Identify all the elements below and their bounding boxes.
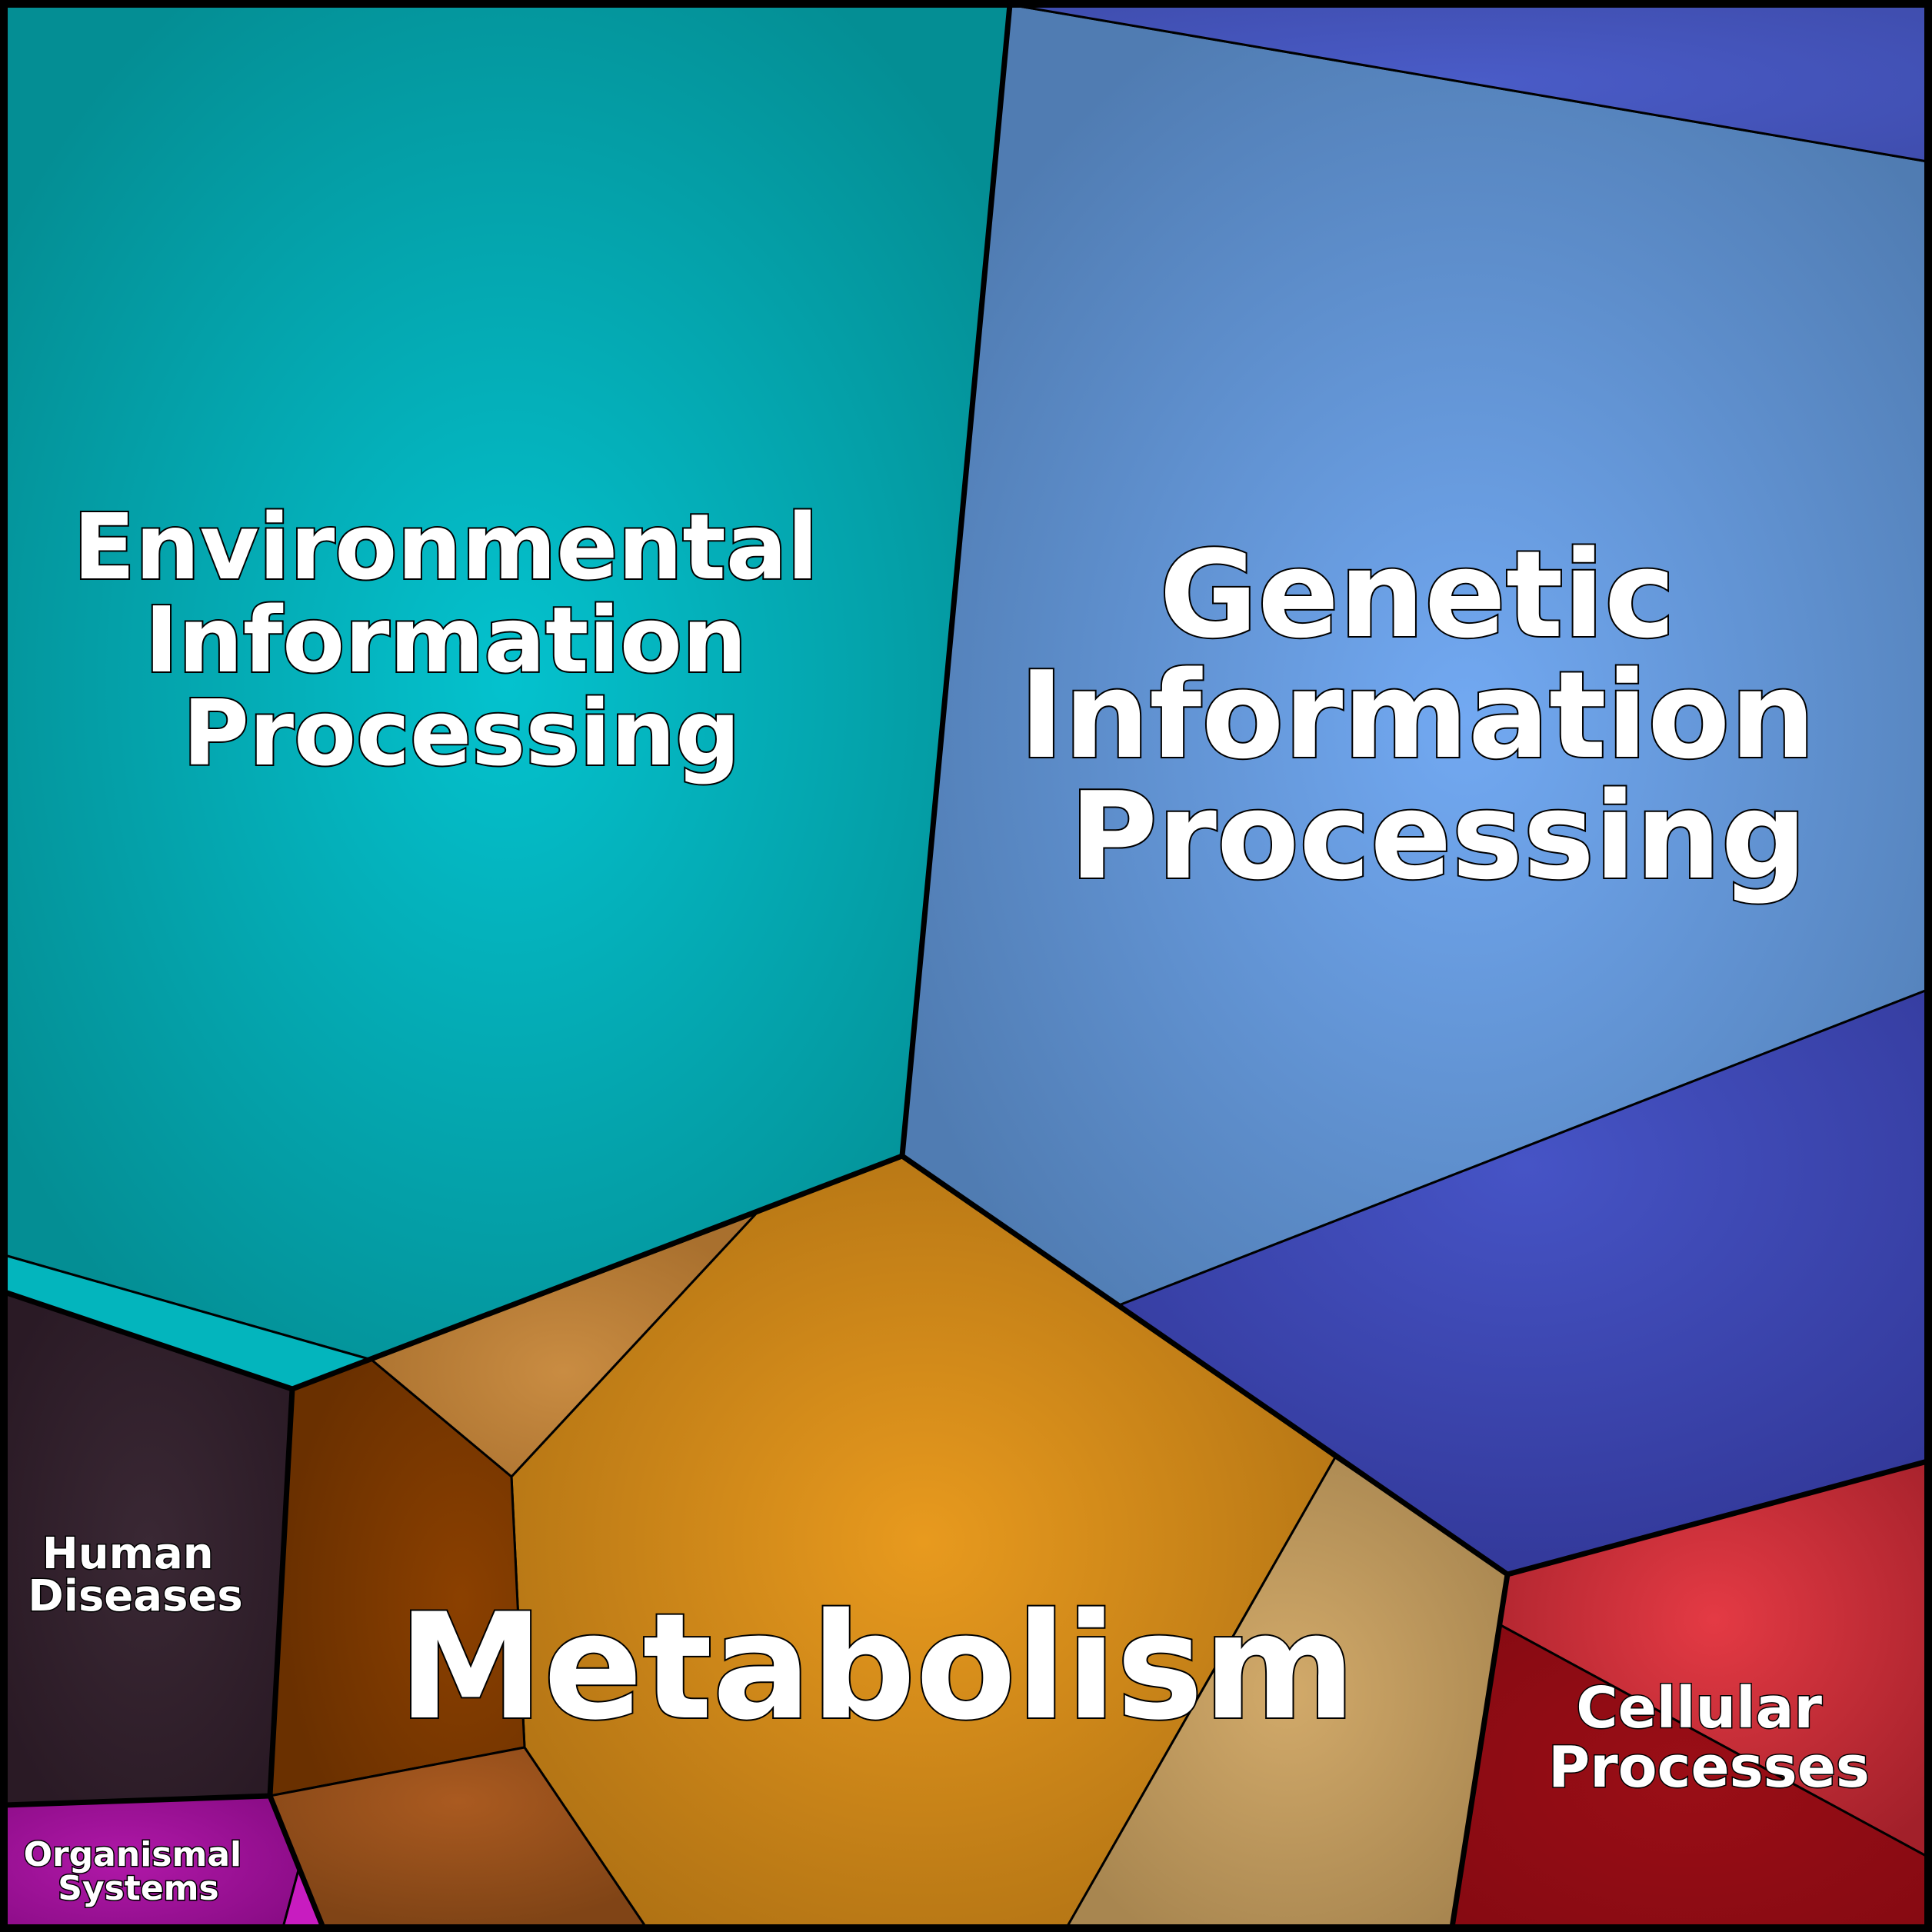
label-organismal: Organismal Systems <box>24 1835 254 1908</box>
label-human-diseases: Human Diseases <box>28 1529 242 1621</box>
label-cellular: Cellular Processes <box>1548 1675 1870 1800</box>
top-level-boundaries <box>3 4 1928 1929</box>
label-metabolism: Metabolism <box>398 1582 1356 1752</box>
label-genetic: Genetic Information Processing <box>1019 525 1857 906</box>
label-environmental: Environmental Information Processing <box>73 494 850 786</box>
